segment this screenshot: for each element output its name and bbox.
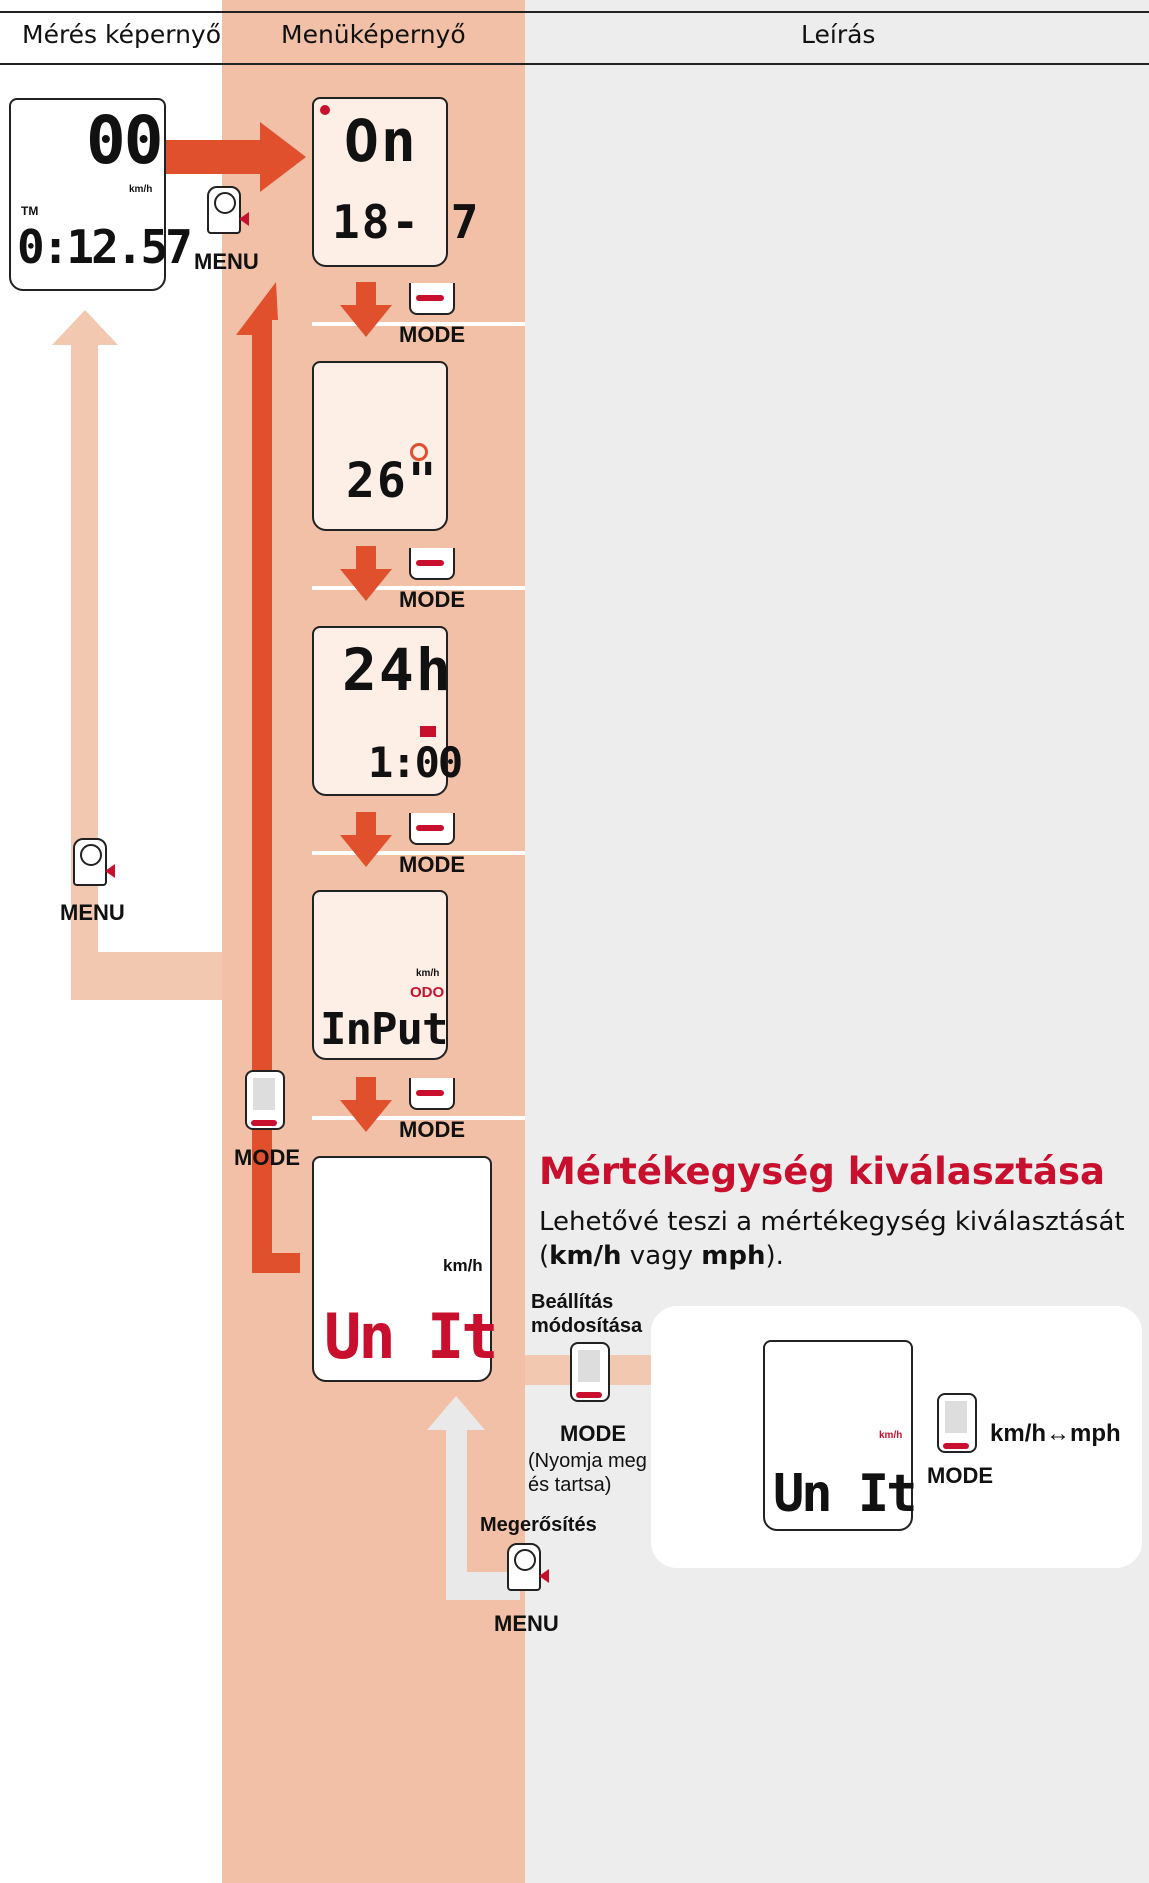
menu-screen-tire-size: 26" — [312, 361, 448, 531]
screen-line1: 24h — [342, 636, 453, 704]
mode-button-label: MODE — [927, 1463, 993, 1488]
mode-button-icon[interactable] — [409, 548, 455, 580]
change-setting-label: Beállítás — [531, 1291, 614, 1313]
section-title: Mértékegység kiválasztása — [539, 1150, 1105, 1193]
tm-label: TM — [21, 204, 39, 218]
enter-menu-arrow — [163, 122, 306, 192]
mode-button-icon[interactable] — [409, 813, 455, 845]
speed-readout: 00 — [86, 102, 163, 179]
screen-unit: km/h — [416, 968, 440, 979]
header-menu-screen: Menüképernyő — [281, 20, 466, 49]
menu-screen-clock: 24h 1:00 — [312, 626, 463, 796]
menu-screen-odo-input: km/h ODO InPut — [312, 890, 448, 1060]
hold-instruction: (Nyomja meg — [528, 1450, 647, 1472]
sun-icon — [320, 105, 330, 115]
trip-time-readout: 0:12.57 — [17, 220, 193, 274]
screen-line2: 1:00 — [368, 738, 463, 787]
mode-button-icon[interactable] — [937, 1393, 977, 1453]
confirm-arrow — [427, 1396, 520, 1600]
mode-button-icon[interactable] — [409, 1078, 455, 1110]
mode-button-label: MODE — [399, 322, 465, 347]
separator-line — [312, 851, 525, 855]
mode-button-label: MODE — [399, 587, 465, 612]
screen-line1: 26" — [346, 453, 439, 509]
screen-line1: Un It — [773, 1464, 918, 1524]
screen-unit: km/h — [443, 1256, 483, 1275]
screen-line1: Un It — [324, 1300, 499, 1373]
mode-button-icon[interactable] — [409, 283, 455, 315]
separator-line — [312, 586, 525, 590]
menu-button-icon[interactable] — [507, 1543, 549, 1591]
mode-button-label: MODE — [399, 1117, 465, 1142]
result-screen: km/h Un It — [763, 1340, 918, 1531]
separator-line — [312, 322, 525, 326]
menu-button-icon[interactable] — [73, 838, 115, 886]
mode-button-icon[interactable] — [570, 1342, 610, 1402]
clock-icon — [420, 726, 436, 737]
description-column — [525, 0, 1149, 1883]
mode-button-label: MODE — [560, 1421, 626, 1446]
section-description: Lehetővé teszi a mértékegység kiválasztá… — [539, 1207, 1125, 1271]
down-arrow — [340, 282, 392, 1132]
mode-button-icon[interactable] — [245, 1070, 285, 1130]
header-description: Leírás — [801, 20, 876, 49]
wheel-icon — [410, 443, 428, 461]
screen-line1: On — [344, 107, 418, 175]
header-top-rule — [0, 11, 1149, 13]
confirm-label: Megerősítés — [480, 1514, 597, 1536]
screen-line2: 18- 7 — [332, 195, 481, 249]
menu-button-label: MENU — [494, 1611, 559, 1636]
mode-button-label: MODE — [234, 1145, 300, 1170]
return-arrow — [52, 310, 222, 1000]
menu-screen-date: On 18- 7 — [312, 97, 478, 267]
header-bottom-rule — [0, 63, 1149, 65]
separator-line — [312, 1116, 525, 1120]
screen-unit: km/h — [879, 1430, 903, 1441]
menu-screen-unit: km/h Un It — [312, 1156, 499, 1382]
hold-instruction: és tartsa) — [528, 1474, 612, 1496]
menu-button-label: MENU — [194, 249, 259, 274]
menu-button-label: MENU — [60, 900, 125, 925]
screen-line1: InPut — [320, 1004, 448, 1055]
menu-button-icon[interactable] — [207, 186, 249, 234]
change-setting-label: módosítása — [531, 1315, 643, 1337]
header-measure-screen: Mérés képernyő — [22, 20, 222, 49]
mode-button-label: MODE — [399, 852, 465, 877]
unit-toggle-text: km/h↔mph — [990, 1420, 1121, 1447]
mode-return-arrow — [236, 282, 300, 1273]
odo-label: ODO — [410, 984, 445, 1001]
speed-unit: km/h — [129, 184, 153, 195]
measure-screen: 00 km/h TM 0:12.57 — [9, 98, 193, 291]
